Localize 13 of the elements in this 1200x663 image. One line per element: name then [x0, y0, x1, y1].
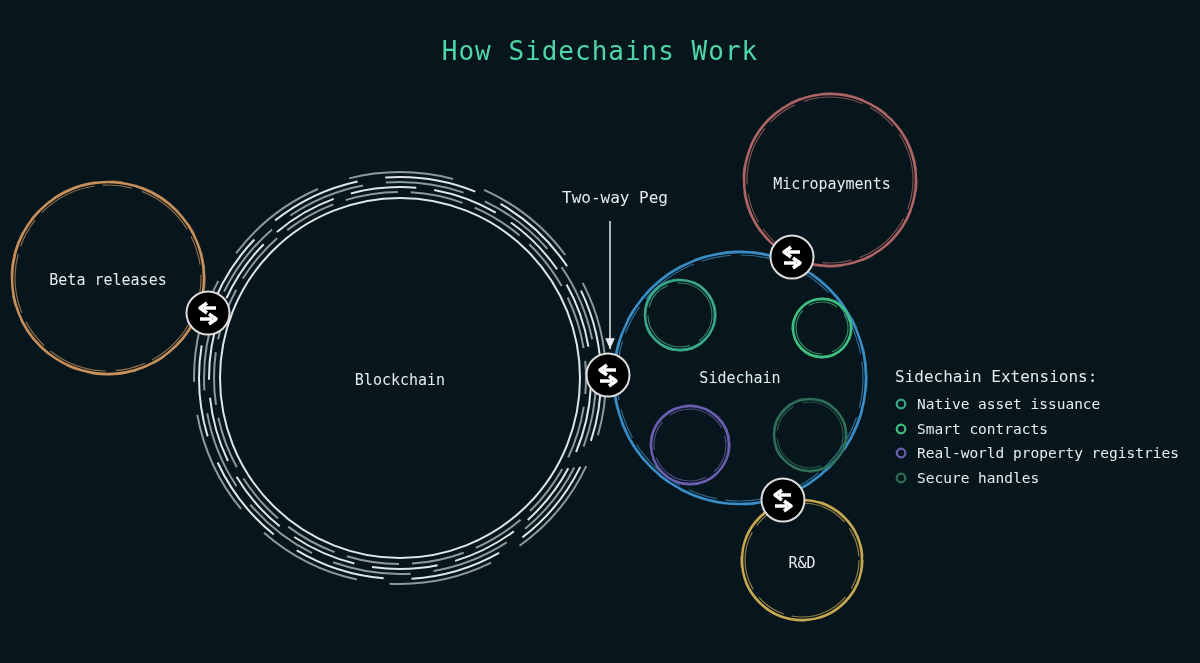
legend-title: Sidechain Extensions: — [895, 367, 1098, 386]
node-label: Sidechain — [699, 369, 781, 387]
node-label: Blockchain — [354, 371, 446, 389]
title: How Sidechains Work — [441, 36, 759, 66]
legend-label: Native asset issuance — [917, 396, 1101, 413]
arrow — [605, 220, 615, 350]
callout-label: Two-way Peg — [562, 187, 668, 207]
node-label: Beta releases — [49, 271, 167, 289]
legend-label: Smart contracts — [917, 420, 1048, 437]
legend-label: Real-world property registries — [917, 445, 1179, 462]
node-label: Micropayments — [773, 175, 891, 193]
legend-label: Secure handles — [917, 469, 1040, 486]
node-label: R&D — [788, 554, 816, 572]
